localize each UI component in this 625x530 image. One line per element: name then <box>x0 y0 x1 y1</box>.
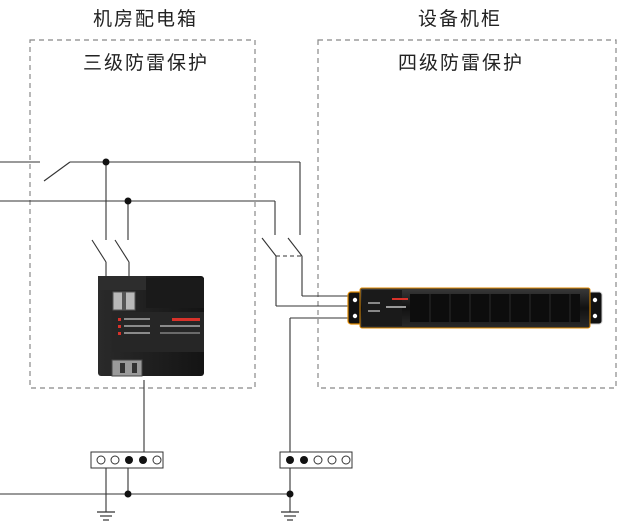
cabinet-title: 设备机柜 <box>418 8 503 30</box>
level3-protection-label: 三级防雷保护 <box>83 52 210 74</box>
level4-protection-label: 四级防雷保护 <box>398 52 525 74</box>
ground-symbol-left <box>97 511 115 521</box>
rack-pdu <box>347 287 603 329</box>
terminal-block-right <box>279 451 353 469</box>
ground-symbol-right <box>281 511 299 521</box>
junction-dots <box>102 158 294 498</box>
terminal-block-left <box>90 451 164 469</box>
cabinet-outline <box>317 39 617 389</box>
distribution-box-title: 机房配电箱 <box>93 8 199 30</box>
spd-module <box>98 276 204 377</box>
distribution-box-outline <box>29 39 256 389</box>
